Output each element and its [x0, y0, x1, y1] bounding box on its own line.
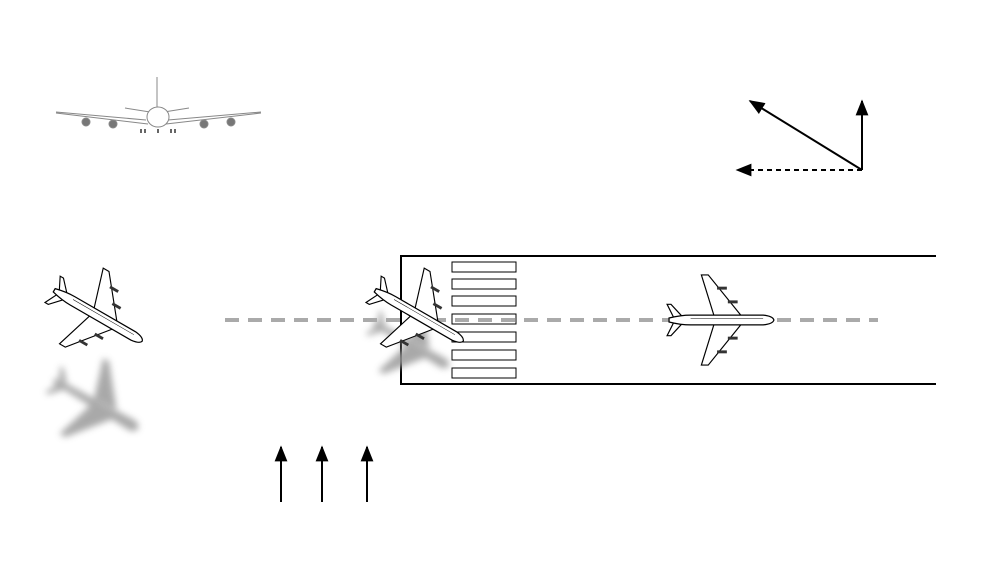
crosswind-arrows [274, 445, 374, 502]
wind-vector-arrows [735, 99, 869, 177]
airplane-front-view-icon [55, 77, 262, 133]
resultant-arrow [748, 100, 863, 171]
airplane-top-view-icon [666, 274, 775, 366]
airplane-top-view-icon [30, 250, 165, 380]
